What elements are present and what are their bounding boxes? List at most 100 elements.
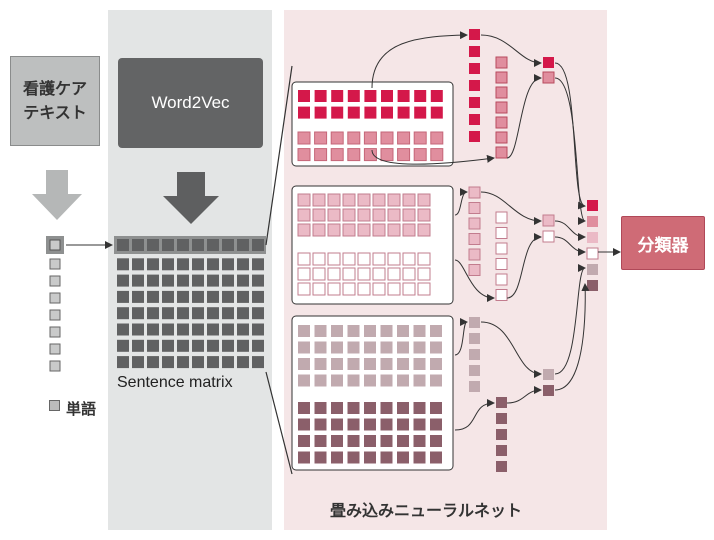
matrix-cell bbox=[192, 274, 204, 287]
filter3-dark-cell bbox=[397, 418, 409, 431]
filter3-dark-cell bbox=[314, 418, 327, 431]
filter3-cell bbox=[380, 358, 393, 370]
matrix-cell bbox=[147, 274, 159, 287]
filter3-cell bbox=[397, 358, 409, 370]
feature3-cell bbox=[469, 381, 480, 392]
filter1-cell bbox=[430, 90, 443, 102]
matrix-cell bbox=[192, 258, 204, 271]
filter3-dark-cell bbox=[380, 451, 393, 464]
filter2-light-cell bbox=[417, 267, 431, 281]
feature3b-cell bbox=[496, 445, 507, 456]
feature2-cell bbox=[468, 233, 481, 245]
matrix-cell bbox=[117, 258, 129, 271]
connector-arrow bbox=[554, 220, 586, 241]
feature1-cell bbox=[469, 97, 480, 108]
filter3-cell bbox=[298, 374, 310, 387]
concat-cell bbox=[587, 200, 598, 211]
feature3b-cell bbox=[496, 397, 507, 408]
filter1-light-cell bbox=[397, 131, 411, 145]
feature2b-cell bbox=[495, 242, 508, 255]
matrix-cell bbox=[147, 339, 159, 352]
filter3-cell bbox=[331, 374, 343, 387]
filter1-light-cell bbox=[430, 148, 444, 162]
matrix-cell bbox=[192, 239, 204, 251]
matrix-cell bbox=[237, 356, 249, 369]
filter2-light-cell bbox=[312, 252, 326, 266]
concat-cell bbox=[587, 216, 598, 227]
filter1-light-cell bbox=[330, 148, 344, 162]
feature2-cell bbox=[468, 248, 481, 261]
filter3-dark-cell bbox=[430, 451, 442, 464]
text-box-line-2: テキスト bbox=[23, 103, 87, 122]
matrix-cell bbox=[252, 258, 264, 271]
matrix-cell bbox=[162, 290, 174, 303]
filter3-cell bbox=[347, 358, 360, 370]
matrix-cell bbox=[252, 323, 264, 336]
connector-arrow bbox=[554, 236, 586, 256]
filter2-cell bbox=[372, 208, 386, 222]
filter1-cell bbox=[364, 90, 377, 102]
connector-arrow bbox=[480, 34, 542, 67]
feature2b-cell bbox=[495, 227, 508, 239]
filter3-dark-cell bbox=[397, 402, 409, 414]
filter3-cell bbox=[430, 341, 442, 354]
filter1-light-cell bbox=[413, 148, 427, 162]
word-legend-swatch bbox=[49, 400, 60, 411]
matrix-cell bbox=[192, 323, 204, 336]
filter2-light-cell bbox=[357, 282, 371, 296]
feature1b-cell bbox=[495, 146, 508, 159]
filter1-light-cell bbox=[380, 148, 394, 162]
matrix-cell bbox=[207, 323, 219, 336]
matrix-cell bbox=[132, 239, 144, 251]
matrix-cell bbox=[117, 307, 129, 320]
filter3-dark-cell bbox=[397, 451, 409, 464]
matrix-cell bbox=[222, 290, 234, 303]
filter2-light-cell bbox=[417, 252, 431, 266]
filter2-cell bbox=[357, 193, 371, 207]
filter3-cell bbox=[413, 325, 426, 337]
filter2-light-cell bbox=[372, 267, 386, 281]
matrix-cell bbox=[147, 239, 159, 251]
filter3-dark-cell bbox=[413, 418, 426, 431]
filter1-cell bbox=[314, 106, 327, 119]
matrix-cell bbox=[192, 339, 204, 352]
filter2-cell bbox=[357, 223, 371, 237]
feature1-cell bbox=[469, 29, 480, 40]
connector-arrow bbox=[554, 62, 586, 210]
matrix-cell bbox=[177, 258, 189, 271]
filter3-cell bbox=[364, 325, 376, 337]
concat-cell bbox=[587, 232, 598, 243]
filter1-cell bbox=[381, 90, 393, 102]
feature3b-cell bbox=[496, 429, 507, 440]
filter2-cell bbox=[342, 223, 356, 237]
filter1-cell bbox=[430, 106, 443, 119]
matrix-cell bbox=[147, 307, 159, 320]
filter2-light-cell bbox=[402, 282, 416, 296]
matrix-cell bbox=[117, 323, 129, 336]
filter3-dark-cell bbox=[397, 435, 409, 447]
matrix-cell bbox=[117, 290, 129, 303]
connector-arrow bbox=[454, 188, 468, 216]
filter2-light-cell bbox=[342, 252, 356, 266]
matrix-cell bbox=[237, 274, 249, 287]
matrix-cell bbox=[222, 356, 234, 369]
classifier-box: 分類器 bbox=[621, 216, 705, 270]
filter3-cell bbox=[314, 374, 327, 387]
filter2-light-cell bbox=[327, 282, 341, 296]
connector-arrow bbox=[454, 399, 495, 431]
matrix-cell bbox=[252, 239, 264, 251]
feature2b-cell bbox=[495, 258, 508, 270]
sentence-matrix bbox=[114, 236, 266, 369]
filter3-dark-cell bbox=[314, 451, 327, 464]
matrix-cell bbox=[192, 356, 204, 369]
filter1-light-cell bbox=[314, 131, 328, 145]
matrix-cell bbox=[162, 258, 174, 271]
matrix-cell bbox=[222, 307, 234, 320]
filter3-dark-cell bbox=[430, 418, 442, 431]
feature2b-cell bbox=[495, 273, 508, 286]
connector-arrow bbox=[371, 31, 468, 89]
filter2-cell bbox=[327, 223, 341, 237]
matrix-cell bbox=[162, 239, 174, 251]
filter2-cell bbox=[297, 193, 311, 207]
matrix-cell bbox=[177, 356, 189, 369]
